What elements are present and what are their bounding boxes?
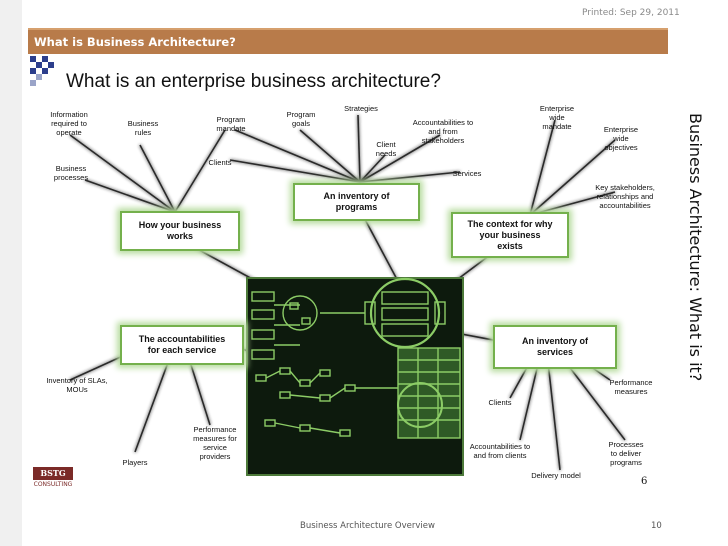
label-clients-top: Clients (208, 158, 232, 167)
label-business-rules: Business rules (127, 119, 159, 137)
box-inventory-services: An inventory of services (493, 325, 617, 369)
label-info-required: Information required to operate (50, 110, 88, 137)
side-title: Business Architecture: What is it? (686, 113, 726, 443)
label-services-top: Services (452, 169, 482, 178)
label-enterprise-objectives: Enterprise wide objectives (603, 125, 639, 152)
bstg-logo: BSTG CONSULTING (33, 467, 73, 489)
label-accountabilities-clients: Accountabilities to and from clients (469, 442, 531, 460)
label-processes-deliver: Processes to deliver programs (608, 440, 644, 467)
label-program-goals: Program goals (286, 110, 316, 128)
side-title-text: Business Architecture: What is it? (686, 113, 705, 382)
slide-title: What is Business Architecture? (34, 35, 236, 49)
box-inventory-programs: An inventory of programs (293, 183, 420, 221)
label-business-processes: Business processes (53, 164, 89, 182)
label-clients-bottom: Clients (488, 398, 512, 407)
label-performance-measures: Performance measures (609, 378, 653, 396)
footer-title: Business Architecture Overview (300, 521, 435, 531)
label-performance-providers: Performance measures for service provide… (193, 425, 237, 461)
label-key-stakeholders: Key stakeholders, relationships and acco… (595, 183, 655, 210)
footer-page-number: 10 (651, 521, 662, 531)
slide-number: 6 (641, 476, 648, 487)
box-context-why: The context for why your business exists (451, 212, 569, 258)
left-edge (0, 0, 22, 546)
label-client-needs: Client needs (375, 140, 397, 158)
central-graphic (246, 277, 464, 476)
slide-heading: What is an enterprise business architect… (66, 71, 441, 92)
logo-bottom: CONSULTING (33, 481, 73, 488)
label-players: Players (122, 458, 148, 467)
logo-top: BSTG (33, 467, 73, 480)
label-inventory-slas: Inventory of SLAs, MOUs (46, 376, 108, 394)
connector-lines (69, 114, 626, 471)
label-accountabilities-stakeholders: Accountabilities to and from stakeholder… (412, 118, 474, 145)
printed-date: Printed: Sep 29, 2011 (582, 8, 680, 18)
label-delivery-model: Delivery model (531, 471, 581, 480)
label-program-mandate: Program mandate (216, 115, 246, 133)
title-bar: What is Business Architecture? (28, 28, 668, 54)
box-how-business-works: How your business works (120, 211, 240, 251)
checker-decoration (30, 56, 54, 86)
label-enterprise-mandate: Enterprise wide mandate (539, 104, 575, 131)
box-accountabilities-service: The accountabilities for each service (120, 325, 244, 365)
label-strategies: Strategies (344, 104, 378, 113)
